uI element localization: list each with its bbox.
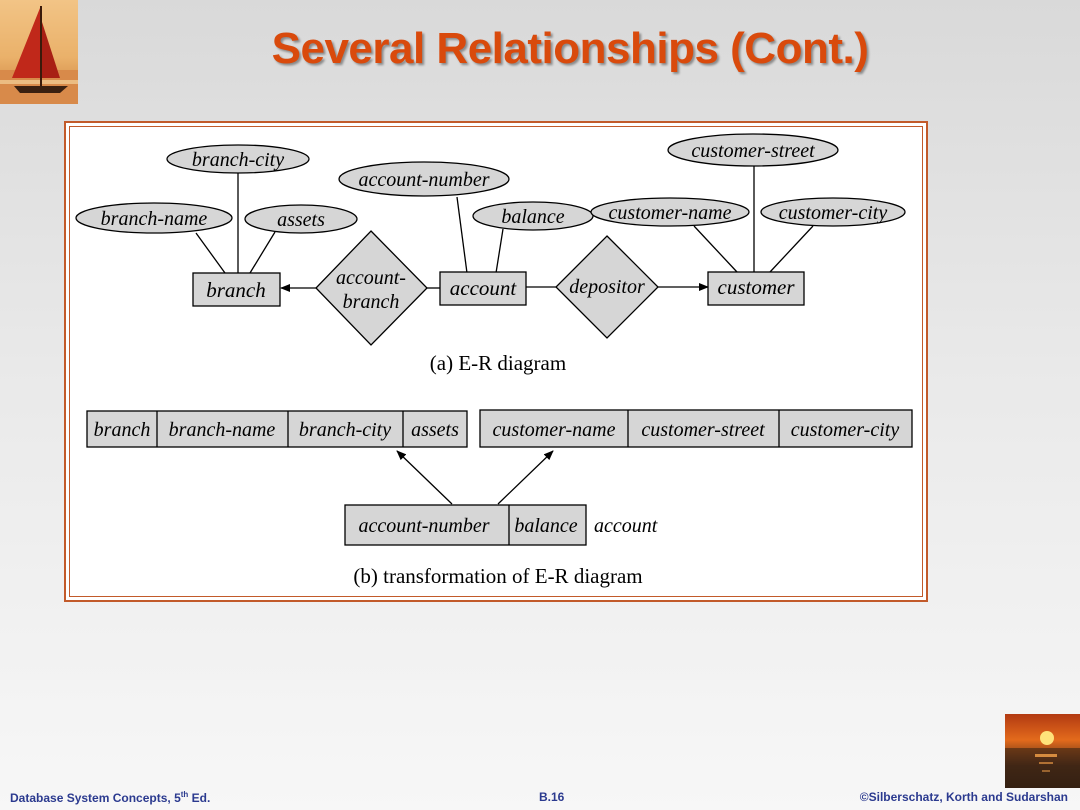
svg-text:balance: balance	[501, 206, 564, 228]
slide-title: Several Relationships (Cont.)	[271, 24, 869, 73]
svg-text:branch-name: branch-name	[101, 208, 208, 230]
table-branch: branch branch-name branch-city assets	[86, 410, 468, 448]
svg-text:account-number: account-number	[358, 169, 489, 191]
table-cell: customer-city	[791, 419, 900, 441]
attribute-branch-name: branch-name	[75, 202, 233, 234]
attribute-account-number: account-number	[338, 161, 510, 197]
attribute-customer-name: customer-name	[590, 197, 750, 227]
caption-transformation: (b) transformation of E-R diagram	[353, 564, 642, 588]
entity-branch: branch	[192, 272, 281, 307]
attribute-customer-city: customer-city	[760, 197, 906, 227]
entity-customer: customer	[707, 271, 805, 306]
account-table-label: account	[594, 515, 658, 537]
svg-text:branch: branch	[343, 291, 400, 313]
table-cell: customer-street	[641, 419, 765, 441]
attribute-branch-city: branch-city	[166, 144, 310, 174]
sunset-logo	[1005, 714, 1080, 788]
table-cell: assets	[411, 419, 459, 441]
table-cell: balance	[514, 515, 577, 537]
attribute-customer-street: customer-street	[667, 133, 839, 167]
svg-text:account-: account-	[336, 267, 406, 289]
svg-text:customer-name: customer-name	[609, 202, 732, 224]
attribute-balance: balance	[472, 201, 594, 231]
attribute-assets: assets	[244, 204, 358, 234]
relationship-depositor: depositor	[555, 235, 659, 339]
table-cell: branch	[94, 419, 151, 441]
relationship-account-branch: account- branch	[315, 230, 428, 346]
footer-page-number: B.16	[539, 790, 565, 804]
footer-book-title: Database System Concepts, 5th Ed.	[10, 790, 211, 805]
table-cell: customer-name	[493, 419, 616, 441]
svg-text:customer-city: customer-city	[779, 202, 888, 224]
table-account: account-number balance	[344, 504, 587, 546]
table-cell: account-number	[358, 515, 489, 537]
svg-text:customer: customer	[718, 275, 796, 299]
footer-copyright: ©Silberschatz, Korth and Sudarshan	[859, 790, 1068, 804]
caption-er-diagram: (a) E-R diagram	[430, 351, 566, 375]
svg-text:depositor: depositor	[569, 276, 645, 298]
sailboat-logo	[0, 0, 78, 104]
svg-text:customer-street: customer-street	[691, 140, 815, 162]
svg-text:assets: assets	[277, 209, 325, 231]
table-cell: branch-city	[299, 419, 391, 441]
svg-text:branch: branch	[206, 278, 266, 302]
table-cell: branch-name	[169, 419, 276, 441]
entity-account: account	[439, 271, 527, 306]
svg-text:account: account	[450, 276, 518, 300]
table-customer: customer-name customer-street customer-c…	[479, 409, 913, 448]
svg-text:branch-city: branch-city	[192, 149, 284, 171]
